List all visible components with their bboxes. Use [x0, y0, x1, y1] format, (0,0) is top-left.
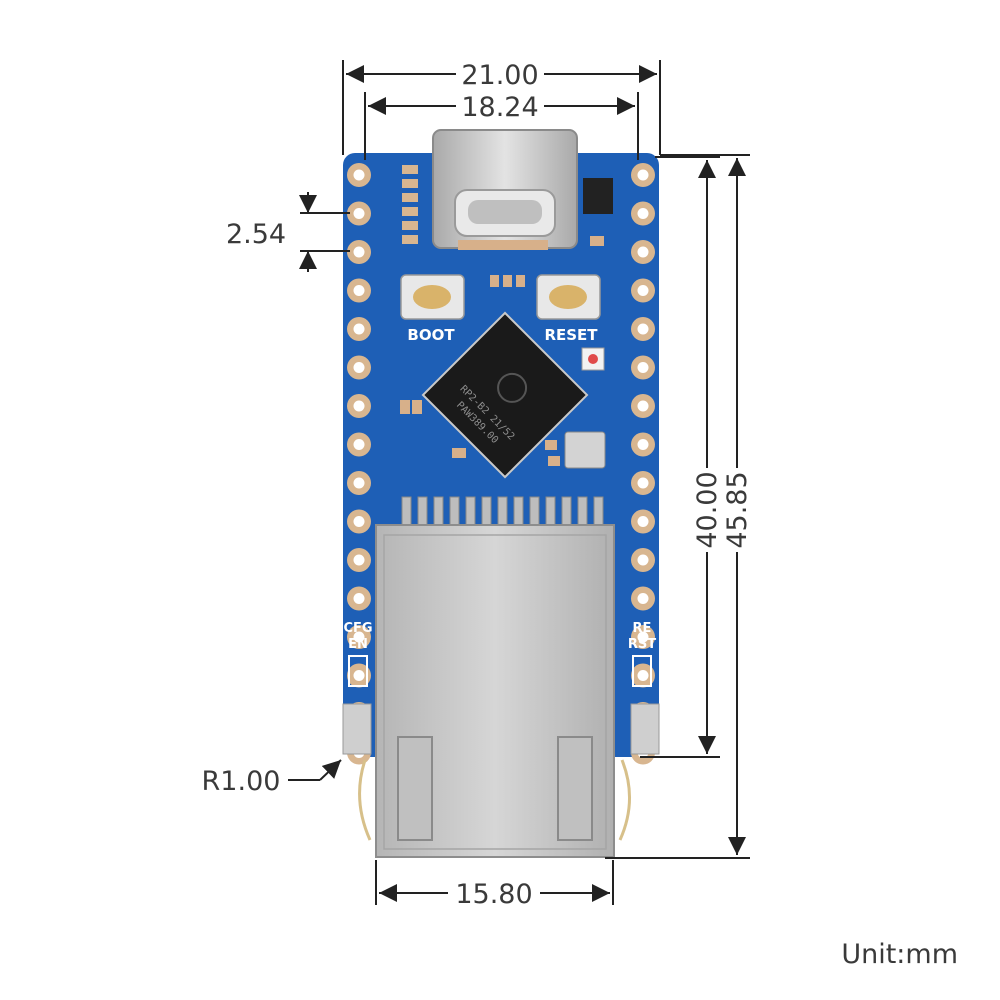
cfg-pad [348, 655, 368, 687]
regulator-ic [583, 178, 613, 214]
smd-pad [402, 193, 418, 202]
dimension-pin-pitch [299, 192, 350, 272]
rj45-pins [401, 496, 604, 528]
unit-label: Unit:mm [841, 939, 958, 970]
rst-label: RST [628, 637, 656, 652]
header-pad [347, 471, 371, 495]
header-pad [347, 663, 371, 688]
header-pad [631, 317, 655, 341]
boot-button [400, 274, 465, 320]
header-pad [347, 394, 371, 418]
dim-corner-radius-label: R1.00 [202, 766, 281, 797]
dimension-board-height [605, 154, 750, 859]
header-pad [347, 586, 371, 611]
header-pad [631, 240, 655, 264]
rj45-jack [342, 524, 660, 858]
header-pad [347, 548, 371, 572]
left-header-pads [347, 163, 371, 765]
passive-components [400, 275, 560, 466]
smd-pad [402, 179, 418, 188]
rp2040-chip: RP2-B2 21/52 PAW389.00 [421, 311, 589, 479]
header-pad [631, 163, 655, 187]
dim-rj45-width-label: 15.80 [455, 879, 532, 910]
rj45-pin [433, 496, 444, 528]
usb-side-component [590, 236, 604, 246]
header-pad [631, 548, 655, 572]
smd-pad [402, 221, 418, 230]
crystal [564, 431, 606, 469]
rj45-pin [545, 496, 556, 528]
smd-pad-column [402, 165, 418, 244]
header-pad [347, 509, 371, 534]
dimension-pad-span [364, 92, 639, 160]
raspberry-logo-icon [497, 372, 528, 403]
header-pad [347, 163, 371, 187]
dim-pad-span-label: 18.24 [461, 92, 538, 123]
header-pad [347, 355, 371, 380]
dim-board-width-label: 21.00 [461, 60, 538, 91]
rj45-pin [577, 496, 588, 528]
dimension-rj45-width [375, 860, 614, 905]
header-pad [631, 278, 655, 303]
header-pad [631, 394, 655, 418]
usb-c-connector [432, 129, 578, 250]
rst-pad [632, 655, 652, 687]
dim-pin-pitch-label: 2.54 [226, 219, 286, 250]
header-pad [347, 317, 371, 341]
boot-label: BOOT [407, 326, 455, 344]
dimension-board-width [342, 60, 661, 155]
dim-hole-span-label: 40.00 [692, 471, 723, 548]
header-pad [347, 201, 371, 226]
re-label: RE [633, 621, 652, 636]
smd-pad [402, 235, 418, 244]
header-pad [631, 625, 655, 649]
header-pad [631, 663, 655, 688]
reset-label: RESET [544, 326, 598, 344]
rj45-pin [481, 496, 492, 528]
dimension-hole-span [640, 156, 720, 758]
reset-button [536, 274, 601, 320]
header-pad [347, 432, 371, 457]
rj45-pin [401, 496, 412, 528]
rj45-pin [417, 496, 428, 528]
rj45-pin [593, 496, 604, 528]
header-pad [631, 432, 655, 457]
dimension-corner-radius [288, 759, 342, 781]
rj45-pin [465, 496, 476, 528]
header-pad [631, 586, 655, 611]
header-pad [631, 355, 655, 380]
rj45-pin [497, 496, 508, 528]
smd-pad [402, 207, 418, 216]
header-pad [347, 240, 371, 264]
rgb-led-dot [588, 354, 598, 364]
rj45-pin [513, 496, 524, 528]
dim-board-height-label: 45.85 [722, 471, 753, 548]
header-pad [631, 509, 655, 534]
en-label: EN [348, 637, 368, 652]
header-pad [631, 201, 655, 226]
smd-pad [402, 165, 418, 174]
rj45-pin [529, 496, 540, 528]
header-pad [631, 471, 655, 495]
header-pad [347, 278, 371, 303]
cfg-label: CFG [343, 621, 372, 636]
rj45-pin [561, 496, 572, 528]
header-pad [347, 625, 371, 649]
rj45-pin [449, 496, 460, 528]
